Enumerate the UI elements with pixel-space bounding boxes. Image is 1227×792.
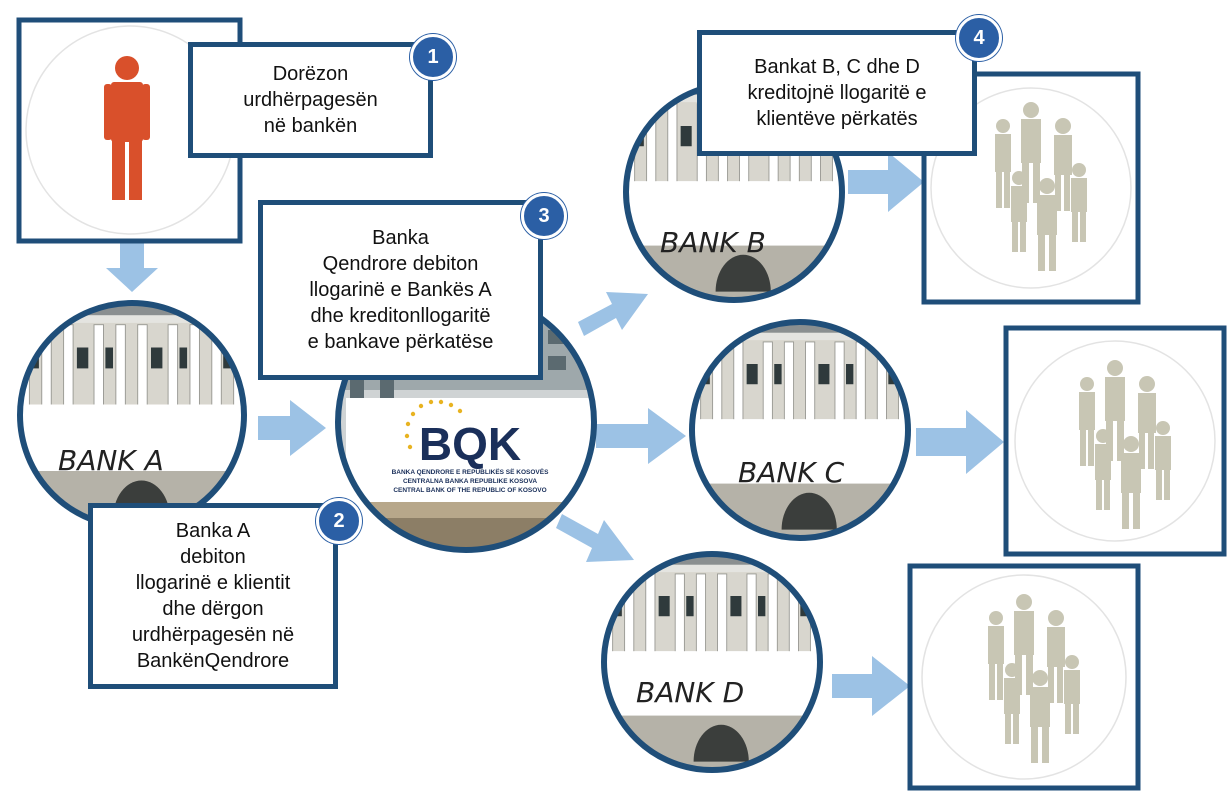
- step-3-text: Banka Qendrore debiton llogarinë e Bankë…: [307, 227, 494, 353]
- step-4-text: Bankat B, C dhe D kreditojnë llogaritë e…: [747, 56, 927, 130]
- customers-c-box: [1003, 325, 1227, 557]
- step-1-text: Dorëzon urdhërpagesën në bankën: [243, 63, 378, 137]
- arrow-bank-a-to-central: [258, 400, 326, 456]
- bank-c-label: BANK C: [738, 456, 845, 489]
- arrow-central-to-bank-c: [596, 408, 686, 464]
- bqk-stars-icon: [404, 399, 463, 450]
- arrow-central-to-bank-d: [556, 514, 634, 562]
- person-icon: [104, 56, 150, 200]
- bqk-logo: BQK: [419, 418, 521, 470]
- bqk-name-serbian: CENTRALNA BANKA REPUBLIKE KOSOVA: [403, 478, 537, 485]
- bank-a-circle: BANK A: [17, 300, 247, 530]
- flow-arrows: [106, 152, 1004, 716]
- arrow-bank-c-to-customers-c: [916, 410, 1004, 474]
- step-2-box: Banka A debiton llogarinë e klientit dhe…: [88, 503, 338, 689]
- step-1-box: Dorëzon urdhërpagesën në bankën: [188, 42, 433, 158]
- step-2-badge: 2: [316, 498, 362, 544]
- step-3-box: Banka Qendrore debiton llogarinë e Bankë…: [258, 200, 543, 380]
- bank-b-label: BANK B: [660, 226, 766, 259]
- step-4-box: Bankat B, C dhe D kreditojnë llogaritë e…: [697, 30, 977, 156]
- arrow-person-to-bank-a: [106, 240, 158, 292]
- bank-c-circle: BANK C: [689, 319, 911, 541]
- step-2-text: Banka A debiton llogarinë e klientit dhe…: [131, 520, 295, 672]
- step-4-badge: 4: [956, 15, 1002, 61]
- arrow-bank-b-to-customers-b: [848, 152, 924, 212]
- bqk-name-albanian: BANKA QENDRORE E REPUBLIKËS SË KOSOVËS: [392, 468, 550, 476]
- customers-b-box: [921, 71, 1141, 305]
- bank-d-circle: BANK D: [601, 551, 823, 773]
- step-1-badge: 1: [410, 34, 456, 80]
- step-3-badge: 3: [521, 193, 567, 239]
- customers-d-box: [907, 563, 1141, 791]
- bqk-name-english: CENTRAL BANK OF THE REPUBLIC OF KOSOVO: [393, 487, 546, 494]
- bank-a-label: BANK A: [58, 444, 164, 477]
- arrow-central-to-bank-b: [578, 292, 648, 336]
- arrow-bank-d-to-customers-d: [832, 656, 910, 716]
- bank-d-label: BANK D: [636, 676, 744, 709]
